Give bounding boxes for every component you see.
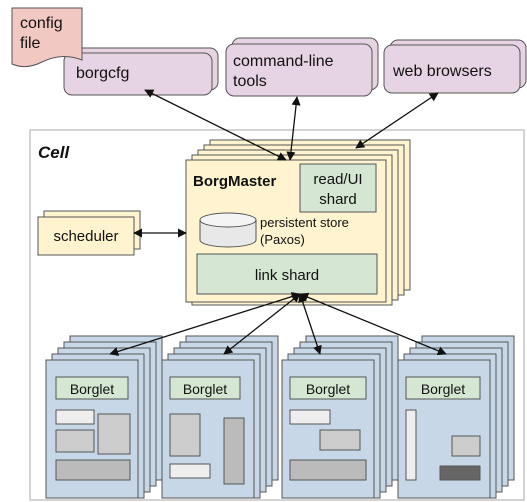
borglet-stack-2: Borglet — [161, 335, 279, 499]
readui-shard-box — [299, 163, 377, 213]
arrow-link-borglet-2 — [223, 293, 301, 355]
borgcfg-label: borgcfg — [76, 65, 129, 82]
borglet-label: Borglet — [306, 381, 350, 397]
config-file-box: config file — [11, 7, 83, 68]
cell-title: Cell — [38, 143, 70, 162]
task-block — [97, 413, 131, 455]
command-line-label-2: tools — [233, 73, 267, 90]
borglet-stack-4: Borglet — [397, 335, 515, 499]
task-block — [451, 435, 481, 457]
borglet-header — [169, 376, 241, 400]
task-block — [289, 459, 367, 481]
task-block — [169, 463, 211, 479]
connection-arrows — [109, 89, 447, 356]
command-line-label: command-line — [233, 53, 334, 70]
command-line-tools-box: command-line tools — [225, 37, 379, 97]
persistent-store-label-2: (Paxos) — [260, 232, 305, 247]
borglet-header — [289, 376, 367, 400]
borglet-header — [55, 376, 129, 400]
borglet-stack-3: Borglet — [281, 335, 399, 499]
link-shard-box — [196, 253, 378, 295]
persistent-store-label: persistent store — [260, 215, 349, 230]
borglet-label: Borglet — [421, 381, 465, 397]
borglet-label: Borglet — [183, 381, 227, 397]
arrow-link-borglet-4 — [299, 292, 447, 356]
task-block — [289, 409, 331, 425]
arrow-borgcfg-master — [144, 89, 287, 161]
scheduler-label: scheduler — [53, 228, 118, 245]
config-file-label: config — [20, 15, 63, 32]
task-block — [55, 429, 95, 453]
borglet-stack-1: Borglet — [45, 335, 163, 499]
web-browsers-label: web browsers — [392, 63, 492, 80]
borglet-header — [405, 376, 481, 400]
scheduler-box: scheduler — [37, 210, 141, 256]
borglet-label: Borglet — [70, 381, 114, 397]
persistent-store-icon — [199, 212, 257, 248]
borgcfg-box: borgcfg — [63, 47, 219, 96]
link-shard-label: link shard — [255, 267, 319, 284]
task-block — [405, 409, 417, 481]
readui-label: read/UI — [313, 171, 362, 188]
task-block — [319, 429, 361, 451]
borgmaster-box: BorgMaster read/UI shard persistent stor… — [185, 159, 387, 303]
task-block — [55, 409, 95, 425]
task-block — [169, 413, 201, 457]
config-file-label-2: file — [20, 35, 41, 52]
arrow-web-readui — [355, 92, 439, 149]
task-block — [223, 417, 245, 485]
web-browsers-box: web browsers — [383, 39, 527, 94]
arrow-cli-master — [286, 96, 301, 161]
task-block — [55, 459, 131, 481]
readui-label-2: shard — [319, 191, 357, 208]
borgmaster-title: BorgMaster — [193, 173, 277, 190]
task-block — [439, 465, 481, 481]
